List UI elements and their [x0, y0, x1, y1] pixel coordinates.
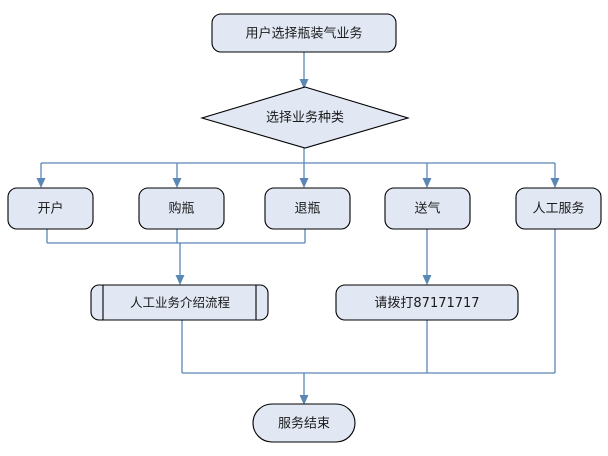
- node-decision-label: 选择业务种类: [266, 110, 344, 126]
- edge-end-bus-to-end: [182, 372, 555, 405]
- edge-branch-to-deliver-gas: [422, 163, 432, 188]
- node-buy-bottle-shape: [138, 187, 225, 230]
- edge-branch-to-open-account: [36, 163, 46, 188]
- node-start-shape: [211, 13, 397, 53]
- node-open-account-shape: [7, 187, 94, 230]
- node-decision-shape: [200, 86, 410, 149]
- node-deliver-gas[interactable]: 送气: [384, 187, 471, 230]
- node-deliver-gas-label: 送气: [414, 201, 440, 217]
- node-end-label: 服务结束: [278, 416, 330, 432]
- node-manual-intro-shape: [90, 284, 269, 321]
- node-open-account-label: 开户: [37, 201, 63, 217]
- edge-decision-to-branch-bus: [41, 148, 555, 164]
- node-buy-bottle-label: 购瓶: [168, 201, 194, 217]
- node-buy-bottle[interactable]: 购瓶: [138, 187, 225, 230]
- node-end-shape: [252, 403, 356, 443]
- node-open-account[interactable]: 开户: [7, 187, 94, 230]
- edge-branch-to-manual-service: [550, 163, 560, 188]
- edge-three-branches-to-manual-intro: [46, 229, 306, 285]
- node-return-bottle-label: 退瓶: [294, 202, 320, 217]
- node-manual-intro[interactable]: 人工业务介绍流程: [90, 284, 269, 321]
- node-start[interactable]: 用户选择瓶装气业务: [211, 13, 397, 53]
- node-decision[interactable]: 选择业务种类: [200, 86, 410, 149]
- node-call-number-shape: [335, 284, 519, 321]
- node-return-bottle[interactable]: 退瓶: [264, 187, 351, 230]
- edge-deliver-gas-to-call-number: [422, 229, 432, 285]
- edge-branch-to-return-bottle: [299, 163, 309, 188]
- node-call-number[interactable]: 请拨打87171717: [335, 284, 519, 321]
- edge-start-to-decision: [299, 52, 309, 89]
- node-manual-intro-label: 人工业务介绍流程: [130, 295, 231, 310]
- node-manual-service-label: 人工服务: [532, 201, 584, 217]
- node-deliver-gas-shape: [384, 187, 471, 230]
- node-manual-service[interactable]: 人工服务: [515, 187, 602, 230]
- edge-branch-to-buy-bottle: [172, 163, 182, 188]
- node-return-bottle-shape: [264, 187, 351, 230]
- node-end[interactable]: 服务结束: [252, 403, 356, 443]
- connector-layer: [36, 52, 560, 405]
- node-call-number-label: 请拨打87171717: [374, 296, 479, 311]
- node-manual-service-shape: [515, 187, 602, 230]
- node-start-label: 用户选择瓶装气业务: [245, 26, 362, 42]
